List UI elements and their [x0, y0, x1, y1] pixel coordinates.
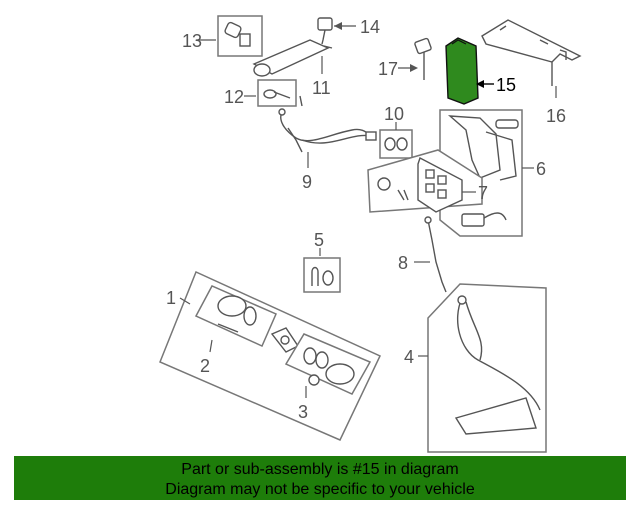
part-12-pin [273, 91, 291, 99]
part-11-group[interactable]: 11 [252, 39, 333, 98]
callout-13: 13 [182, 31, 202, 51]
callout-17: 17 [378, 59, 398, 79]
part-2-pin [217, 323, 239, 333]
part-17-head [414, 37, 432, 55]
part-7-nut [377, 177, 391, 191]
part-5-box [303, 257, 341, 293]
part-6-bracket-b [485, 131, 517, 181]
part-12-group[interactable]: 12 [224, 79, 297, 107]
part-13-clip [224, 21, 242, 39]
callout-9: 9 [302, 172, 312, 192]
part-15-group[interactable]: 15 [445, 37, 516, 105]
part-10-box [379, 129, 413, 159]
callout-2: 2 [200, 356, 210, 376]
part-3-seal-b [315, 351, 329, 369]
part-3-piston [325, 363, 355, 385]
part-6-connector [461, 213, 485, 227]
part-7-port-a [425, 169, 435, 179]
part-11-rod [323, 45, 333, 49]
part-2-group[interactable]: 2 [194, 285, 277, 376]
part-15-tab [451, 39, 467, 45]
part-9-group[interactable]: 9 [278, 95, 377, 192]
callout-5: 5 [314, 230, 324, 250]
part-17-group[interactable]: 17 [378, 37, 432, 80]
part-12-washer [263, 89, 277, 99]
part-4-wire [457, 297, 541, 411]
callout-15: 15 [496, 75, 516, 95]
leader-2 [209, 339, 213, 353]
part-7-port-b [437, 175, 447, 185]
callout-7: 7 [478, 183, 488, 203]
part-7-group[interactable]: 7 [367, 149, 488, 213]
part-6-bolt [495, 119, 519, 129]
part-2-seal [243, 306, 257, 326]
part-11-end [253, 63, 271, 77]
part-4-cover [454, 397, 537, 435]
part-8-end [424, 216, 432, 224]
part-5-group[interactable]: 5 [303, 230, 341, 293]
arrow-14 [334, 22, 342, 30]
banner-line-1: Part or sub-assembly is #15 in diagram [181, 461, 459, 478]
part-15-module [445, 37, 479, 105]
callout-1: 1 [166, 288, 176, 308]
part-10-clip-b [396, 137, 408, 151]
part-9-end-a [278, 108, 286, 116]
callout-3: 3 [298, 402, 308, 422]
part-2-piston [217, 295, 247, 317]
part-7-port-d [437, 189, 447, 199]
part-10-clip-a [384, 137, 396, 151]
callout-8: 8 [398, 253, 408, 273]
parts-diagram: 13 14 11 12 9 10 [159, 15, 582, 453]
banner-line-2: Diagram may not be specific to your vehi… [165, 481, 475, 498]
callout-11: 11 [312, 78, 331, 98]
part-7-bolts [397, 189, 409, 201]
part-3-group[interactable]: 3 [284, 333, 372, 422]
part-14-group[interactable]: 14 [317, 17, 380, 45]
part-6-bracket [447, 115, 501, 179]
part-4-wire-b [465, 301, 483, 361]
part-4-grommet [457, 295, 467, 305]
callout-12: 12 [224, 87, 244, 107]
part-8-line [427, 219, 447, 293]
leader-1 [179, 297, 191, 305]
part-3-seal-a [303, 347, 317, 365]
part-7-modulator [417, 156, 463, 213]
part-6-wire [483, 212, 507, 221]
part-16-group[interactable]: 16 [481, 19, 582, 126]
callout-4: 4 [404, 347, 414, 367]
callout-10: 10 [384, 104, 404, 124]
part-13-clip-b [239, 33, 251, 47]
part-5-clip [311, 266, 319, 286]
arrow-17 [410, 64, 418, 72]
arrow-15 [476, 80, 484, 88]
part-9-wire [280, 95, 373, 142]
part-3-bleeder [308, 374, 320, 386]
part-5-ring [322, 270, 334, 286]
part-1-bracket-hole [280, 335, 290, 345]
part-16-bracket [481, 19, 582, 63]
part-8-group[interactable]: 8 [398, 216, 447, 293]
info-banner: Part or sub-assembly is #15 in diagram D… [14, 456, 626, 500]
part-4-group[interactable]: 4 [404, 283, 547, 453]
callout-16: 16 [546, 106, 566, 126]
part-10-group[interactable]: 10 [379, 104, 413, 159]
part-9-connector [365, 131, 377, 141]
callout-14: 14 [360, 17, 380, 37]
part-7-port-c [425, 183, 435, 193]
part-14-wire [321, 29, 326, 45]
part-13-group[interactable]: 13 [182, 15, 263, 57]
callout-6: 6 [536, 159, 546, 179]
part-14-body [317, 17, 333, 31]
